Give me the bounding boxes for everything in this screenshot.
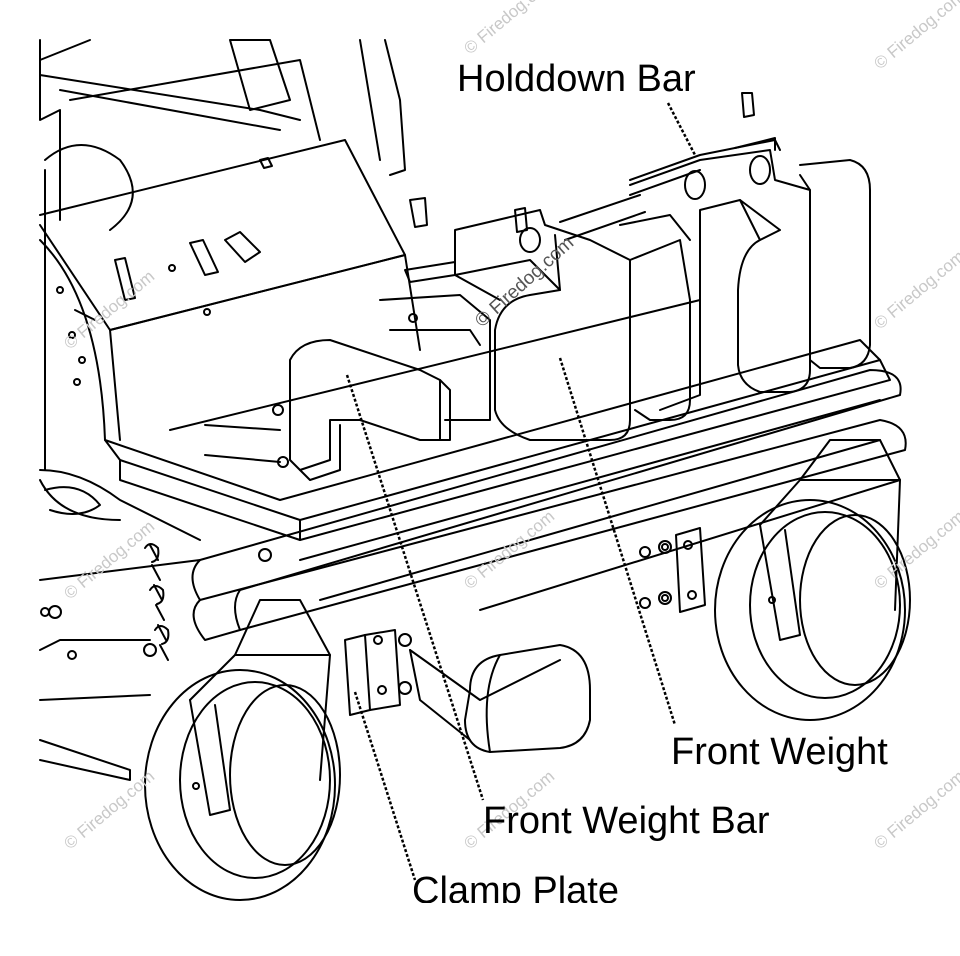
leader-lines: [345, 102, 697, 881]
right-caster-wheel: [714, 439, 911, 721]
weight-platform: [104, 299, 891, 541]
holddown-bar-part: [629, 137, 781, 196]
front-weight-bar-part: [289, 261, 491, 481]
holddown-bar-label: Holddown Bar: [457, 58, 696, 100]
front-weight-bar-label: Front Weight Bar: [483, 800, 770, 842]
safety-chain: [144, 543, 170, 661]
clamp-plate-leader: [353, 691, 417, 881]
clamp-plate-label-clip: Clamp Plate: [412, 870, 619, 903]
front-weight-leader: [558, 357, 677, 726]
front-weight-part: [409, 92, 871, 441]
deck-shroud: [39, 139, 421, 441]
mower-deck: [39, 469, 201, 781]
mounting-brackets: [48, 527, 706, 716]
chassis-frame: [39, 39, 406, 471]
front-weight-bar-leader: [345, 374, 485, 801]
left-caster-wheel: [144, 599, 341, 901]
front-weight-label: Front Weight: [671, 731, 888, 773]
clamp-plate-label: Clamp Plate: [412, 870, 619, 903]
